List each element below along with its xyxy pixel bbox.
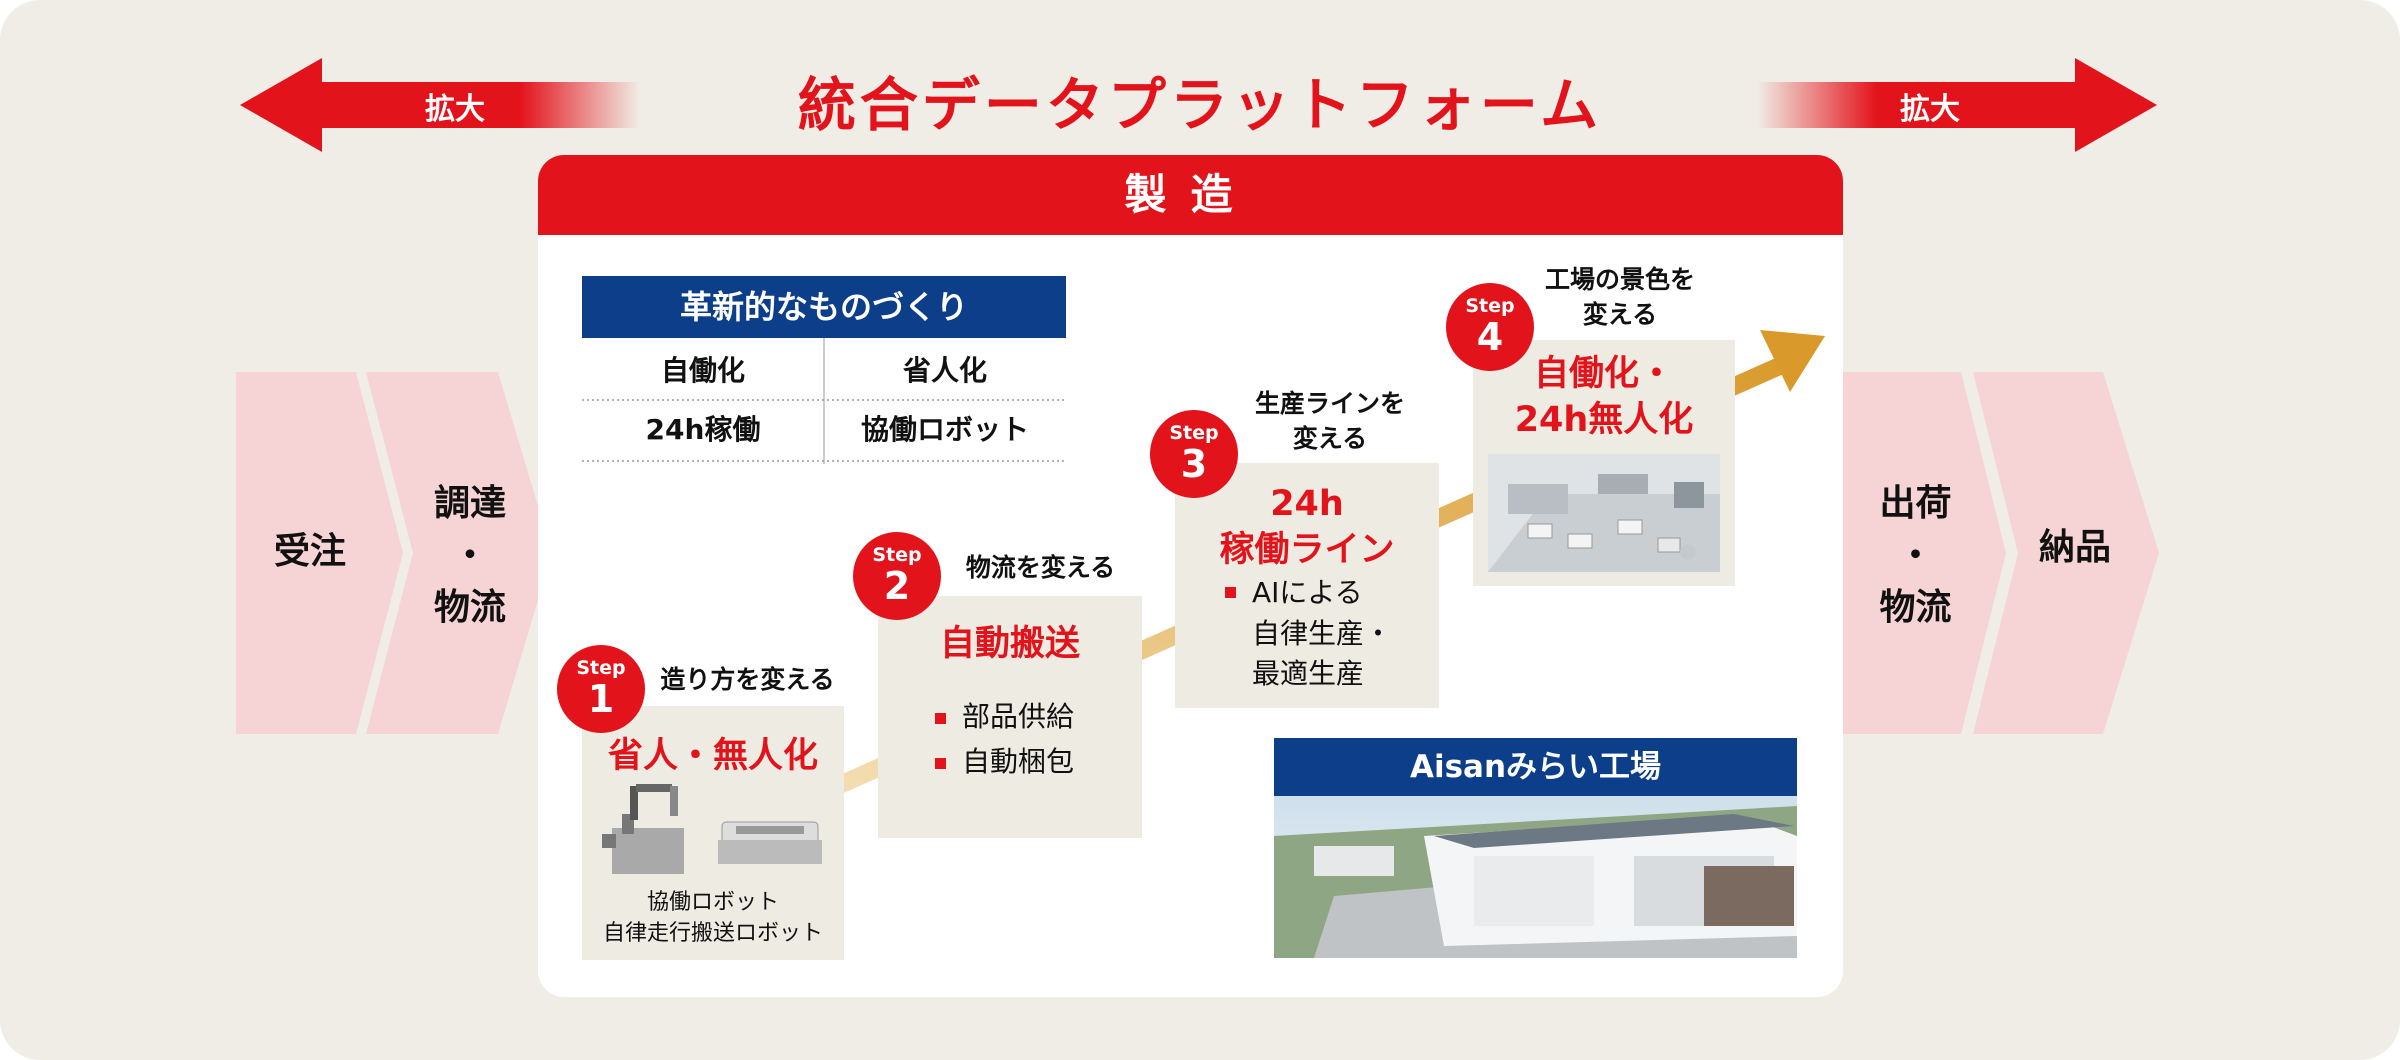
expand-right-label: 拡大 bbox=[1900, 92, 1960, 127]
step3-title: 24h 稼働ライン bbox=[1219, 484, 1395, 570]
step2-bullet: 部品供給 bbox=[935, 695, 1074, 740]
aisan-factory-title: Aisanみらい工場 bbox=[1274, 738, 1797, 796]
chevron-delivery-label: 納品 bbox=[2038, 527, 2111, 568]
chevron-order-label: 受注 bbox=[273, 531, 346, 572]
step3-badge: Step 3 bbox=[1150, 410, 1238, 498]
innovation-cell: 協働ロボット bbox=[860, 413, 1029, 446]
step3-bullet: AIによる 自律生産・ 最適生産 bbox=[1225, 573, 1425, 695]
step1-badge: Step 1 bbox=[557, 645, 645, 733]
robot-photo bbox=[602, 784, 822, 874]
diagram-title: 統合データプラットフォーム bbox=[797, 71, 1603, 139]
step4-caption: 工場の景色を 変える bbox=[1544, 265, 1695, 329]
innovation-cell: 自働化 bbox=[660, 354, 745, 387]
step4-title: 自働化・ 24h無人化 bbox=[1514, 354, 1694, 440]
step3-box bbox=[1175, 463, 1439, 708]
left-chevrons bbox=[236, 372, 552, 734]
expand-left-arrow bbox=[240, 58, 640, 152]
step2-box bbox=[878, 596, 1142, 838]
step4-badge: Step 4 bbox=[1446, 283, 1534, 371]
step2-bullet: 自動梱包 bbox=[935, 740, 1074, 785]
step2-title: 自動搬送 bbox=[939, 624, 1080, 664]
chevron-delivery bbox=[1973, 372, 2159, 734]
chevron-shipping bbox=[1843, 372, 2006, 734]
manufacturing-panel-title: 製造 bbox=[538, 155, 1843, 235]
innovation-cell: 24h稼働 bbox=[645, 413, 761, 446]
chevron-procurement-label: 調達 ・ 物流 bbox=[433, 483, 506, 629]
step2-caption: 物流を変える bbox=[965, 553, 1116, 582]
innovation-header: 革新的なものづくり bbox=[582, 276, 1066, 338]
right-chevrons bbox=[1843, 372, 2159, 734]
chevron-shipping-label: 出荷 ・ 物流 bbox=[1879, 483, 1952, 629]
aisan-factory-photo bbox=[1274, 796, 1797, 958]
step2-badge: Step 2 bbox=[853, 532, 941, 620]
step1-caption: 造り方を変える bbox=[660, 665, 835, 694]
step1-title: 省人・無人化 bbox=[607, 736, 818, 776]
step3-caption: 生産ラインを 変える bbox=[1254, 389, 1405, 453]
innovation-table-lines bbox=[582, 338, 1066, 464]
step1-image-caption: 協働ロボット 自律走行搬送ロボット bbox=[602, 890, 823, 946]
chevron-procurement bbox=[366, 372, 552, 734]
expand-left-label: 拡大 bbox=[425, 92, 485, 127]
factory-interior-render bbox=[1488, 454, 1720, 572]
innovation-cell: 省人化 bbox=[902, 354, 987, 387]
chevron-order bbox=[236, 372, 403, 734]
expand-right-arrow bbox=[1757, 58, 2157, 152]
